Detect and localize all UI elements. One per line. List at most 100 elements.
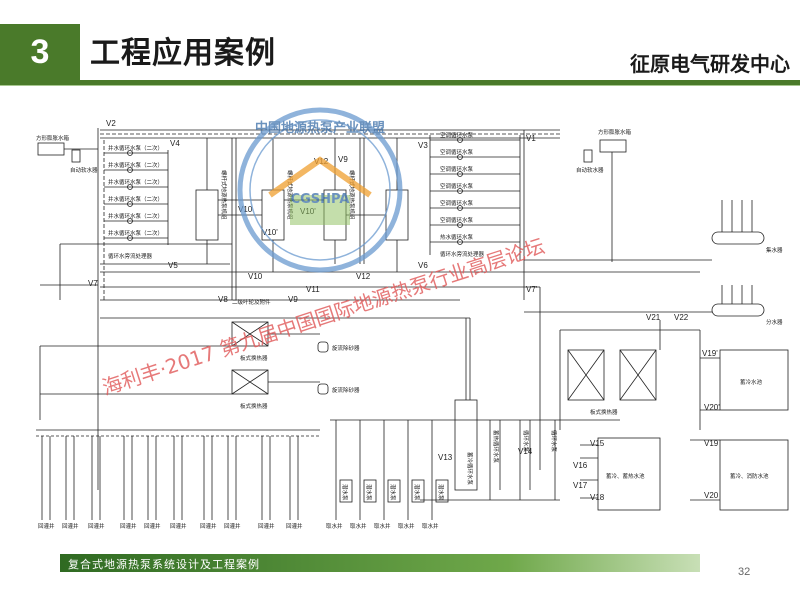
label-return-well: 回灌井 (258, 522, 275, 530)
label-pumping-well: 取水井 (374, 522, 391, 530)
label-submersible-pump: 潜水泵 (413, 484, 421, 501)
valve-v10: V10 (248, 272, 263, 281)
label-pump-left-1: 井水循环水泵（二次） (108, 144, 163, 152)
label-pumping-well: 取水井 (398, 522, 415, 530)
label-pump-left-5: 井水循环水泵（二次） (108, 212, 163, 220)
well-labels: 回灌井 回灌井 回灌井 回灌井 回灌井 回灌井 回灌井 回灌井 回灌井 回灌井 … (38, 484, 445, 530)
label-pumping-well: 取水井 (326, 522, 343, 530)
label-submersible-pump: 潜水泵 (365, 484, 373, 501)
label-pump-left-4: 井水循环水泵（二次） (108, 195, 163, 203)
header-rule-thin (0, 85, 800, 86)
label-pump-left-6: 井水循环水泵（二次） (108, 229, 163, 237)
label-storage-cool-heat: 蓄冷、蓄热水池 (606, 472, 645, 480)
label-pump-left-3: 井水循环水泵（二次） (108, 178, 163, 186)
valve-v8: V8 (218, 295, 228, 304)
valve-v11: V11 (306, 285, 320, 294)
valve-v9-upper: V9 (338, 155, 348, 164)
red-watermark: 海利丰·2017 第九届中国国际地源热泵行业高层论坛 (99, 234, 547, 400)
label-cyclone-1: 旋流除砂器 (332, 344, 360, 352)
valve-v2: V2 (106, 119, 116, 128)
label-return-well: 回灌井 (200, 522, 217, 530)
label-pump-left-2: 井水循环水泵（二次） (108, 161, 163, 169)
label-collector: 集水器 (766, 246, 783, 254)
header-rule (0, 80, 800, 85)
label-return-well: 回灌井 (38, 522, 55, 530)
valve-v5: V5 (168, 261, 178, 270)
valve-v15: V15 (590, 439, 605, 448)
seal-logo-text: CGSHPA (291, 192, 350, 207)
label-unit-3: 螺杆式地源热泵机组 (348, 170, 356, 220)
label-pump-ac-3: 空调循环水泵 (440, 165, 474, 173)
label-return-well: 回灌井 (120, 522, 137, 530)
valve-v21: V21 (646, 313, 661, 322)
label-pumping-well: 取水井 (422, 522, 439, 530)
label-secondary-pump: 二级叶轮及附件 (232, 298, 271, 306)
valve-v1: V1 (526, 134, 536, 143)
valve-v10-upper: V10 (238, 205, 253, 214)
valve-v4: V4 (170, 139, 180, 148)
label-dw-pump-2: 蓄热循环水泵 (492, 430, 500, 464)
label-softener-left: 自动软水器 (70, 166, 98, 174)
label-plate-hx-left-2: 板式换热器 (240, 402, 268, 410)
section-number: 3 (0, 24, 80, 80)
valve-v22: V22 (674, 313, 689, 322)
seal-watermark: CGSHPA 中国地源热泵产业联盟 (237, 107, 403, 273)
label-dw-pump-1: 蓄冷循环水泵 (466, 452, 474, 486)
valve-v7p: V7' (526, 285, 538, 294)
valve-v14: V14 (518, 447, 533, 456)
footer-bar (60, 554, 700, 572)
equipment-labels: 方形膨胀水箱 自动软水器 井水循环水泵（二次） 井水循环水泵（二次） 井水循环水… (36, 128, 783, 486)
valve-v20: V20 (704, 491, 719, 500)
valve-v19p: V19' (702, 349, 718, 358)
valve-v6: V6 (418, 261, 428, 270)
label-submersible-pump: 潜水泵 (389, 484, 397, 501)
label-return-well: 回灌井 (286, 522, 303, 530)
label-pump-ac-5: 空调循环水泵 (440, 199, 474, 207)
valve-v7: V7 (88, 279, 98, 288)
label-unit-1: 螺杆式地源热泵机组 (220, 170, 228, 220)
valve-v12: V12 (356, 272, 371, 281)
label-return-well: 回灌井 (144, 522, 161, 530)
valve-v20p: V20' (704, 403, 720, 412)
page-number: 32 (738, 566, 751, 578)
label-pump-ac-2: 空调循环水泵 (440, 148, 474, 156)
footer-text: 复合式地源热泵系统设计及工程案例 (68, 558, 260, 571)
label-expansion-tank-right: 方形膨胀水箱 (598, 128, 632, 136)
label-plate-hx-right: 板式换热器 (590, 408, 618, 416)
label-pump-ac-4: 空调循环水泵 (440, 182, 474, 190)
label-return-well: 回灌井 (224, 522, 241, 530)
label-storage-cool: 蓄冷水池 (740, 378, 763, 386)
label-return-well: 回灌井 (88, 522, 105, 530)
piping-lines (36, 128, 789, 520)
valve-v10p-upper: V10' (262, 228, 278, 237)
label-cyclone-2: 旋流除砂器 (332, 386, 360, 394)
label-return-well: 回灌井 (62, 522, 79, 530)
valve-v9: V9 (288, 295, 298, 304)
label-pump-hot-water: 热水循环水泵 (440, 233, 474, 241)
seal-ring-text: 中国地源热泵产业联盟 (255, 120, 385, 136)
valve-v19: V19 (704, 439, 719, 448)
valve-v17: V17 (573, 481, 588, 490)
valve-v3: V3 (418, 141, 428, 150)
label-treat-left: 循环水旁流处理器 (108, 252, 153, 260)
label-return-well: 回灌井 (170, 522, 187, 530)
label-softener-right: 自动软水器 (576, 166, 604, 174)
label-pump-ac-1: 空调循环水泵 (440, 131, 474, 139)
label-pump-ac-6: 空调循环水泵 (440, 216, 474, 224)
label-dw-pump-4: 循环水泵 (550, 430, 558, 453)
valve-v18: V18 (590, 493, 605, 502)
valve-labels: V2 V4 V1 V3 V12 V9 V10 V10' V10' V5 V6 V… (88, 119, 720, 502)
valve-v13: V13 (438, 453, 453, 462)
label-dw-pump-3: 循环水泵 (522, 430, 530, 453)
slide-title: 工程应用案例 (90, 36, 276, 71)
label-plate-hx-left-1: 板式换热器 (240, 354, 268, 362)
label-expansion-tank-left: 方形膨胀水箱 (36, 134, 70, 142)
label-submersible-pump: 潜水泵 (341, 484, 349, 501)
valve-v16: V16 (573, 461, 588, 470)
organization-name: 征原电气研发中心 (630, 52, 790, 76)
label-pump-circ-treat: 循环水旁流处理器 (440, 250, 485, 258)
label-submersible-pump: 潜水泵 (437, 484, 445, 501)
label-storage-cool-fire: 蓄冷、消防水池 (730, 472, 769, 480)
label-pumping-well: 取水井 (350, 522, 367, 530)
